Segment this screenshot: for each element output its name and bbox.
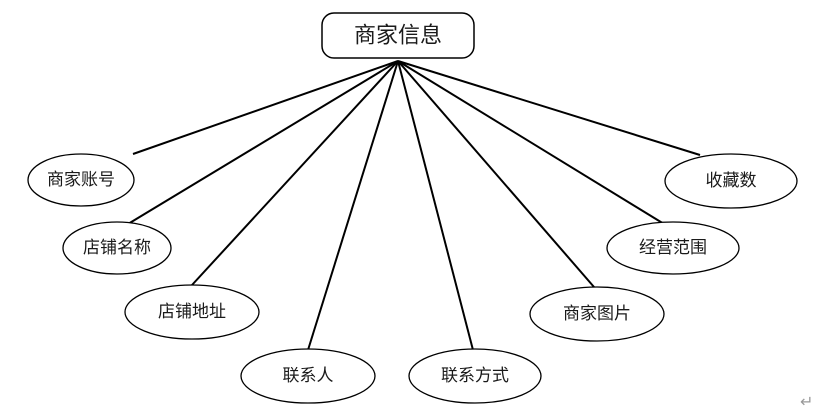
connector-business-scope — [397, 60, 670, 228]
attribute-ellipse — [240, 348, 376, 404]
attribute-label: 收藏数 — [706, 171, 757, 191]
connector-merchant-image — [397, 60, 595, 288]
connector-shop-name — [127, 60, 399, 225]
attribute-ellipse — [62, 221, 172, 275]
entity-box — [321, 12, 475, 59]
attribute-label: 经营范围 — [639, 238, 707, 258]
attribute-business-scope: 经营范围 — [606, 221, 740, 275]
attribute-label: 店铺名称 — [83, 238, 151, 258]
attribute-merchant-image: 商家图片 — [529, 286, 665, 342]
entity-label: 商家信息 — [354, 24, 442, 49]
connector-contact-person — [307, 60, 399, 351]
attribute-ellipse — [27, 153, 135, 207]
entity-node: 商家信息 — [321, 12, 475, 59]
attribute-label: 联系人 — [283, 366, 334, 386]
attribute-favorites-count: 收藏数 — [664, 153, 798, 209]
connector-favorites-count — [397, 60, 701, 156]
attribute-ellipse — [408, 348, 542, 404]
attribute-merchant-account: 商家账号 — [27, 153, 135, 207]
connectors — [127, 60, 701, 351]
attribute-shop-name: 店铺名称 — [62, 221, 172, 275]
attribute-label: 商家账号 — [47, 170, 115, 190]
attribute-label: 联系方式 — [441, 366, 509, 386]
attribute-ellipse — [606, 221, 740, 275]
attribute-label: 商家图片 — [563, 304, 631, 324]
attribute-contact-person: 联系人 — [240, 348, 376, 404]
attribute-ellipse — [664, 153, 798, 209]
connector-shop-address — [191, 60, 399, 286]
attribute-contact-method: 联系方式 — [408, 348, 542, 404]
connector-contact-method — [397, 60, 474, 351]
attribute-label: 店铺地址 — [158, 302, 226, 322]
connector-merchant-account — [132, 60, 399, 155]
paragraph-return-icon: ↵ — [800, 392, 814, 411]
attribute-ellipse — [529, 286, 665, 342]
attribute-shop-address: 店铺地址 — [124, 284, 260, 340]
attribute-ellipse — [124, 284, 260, 340]
